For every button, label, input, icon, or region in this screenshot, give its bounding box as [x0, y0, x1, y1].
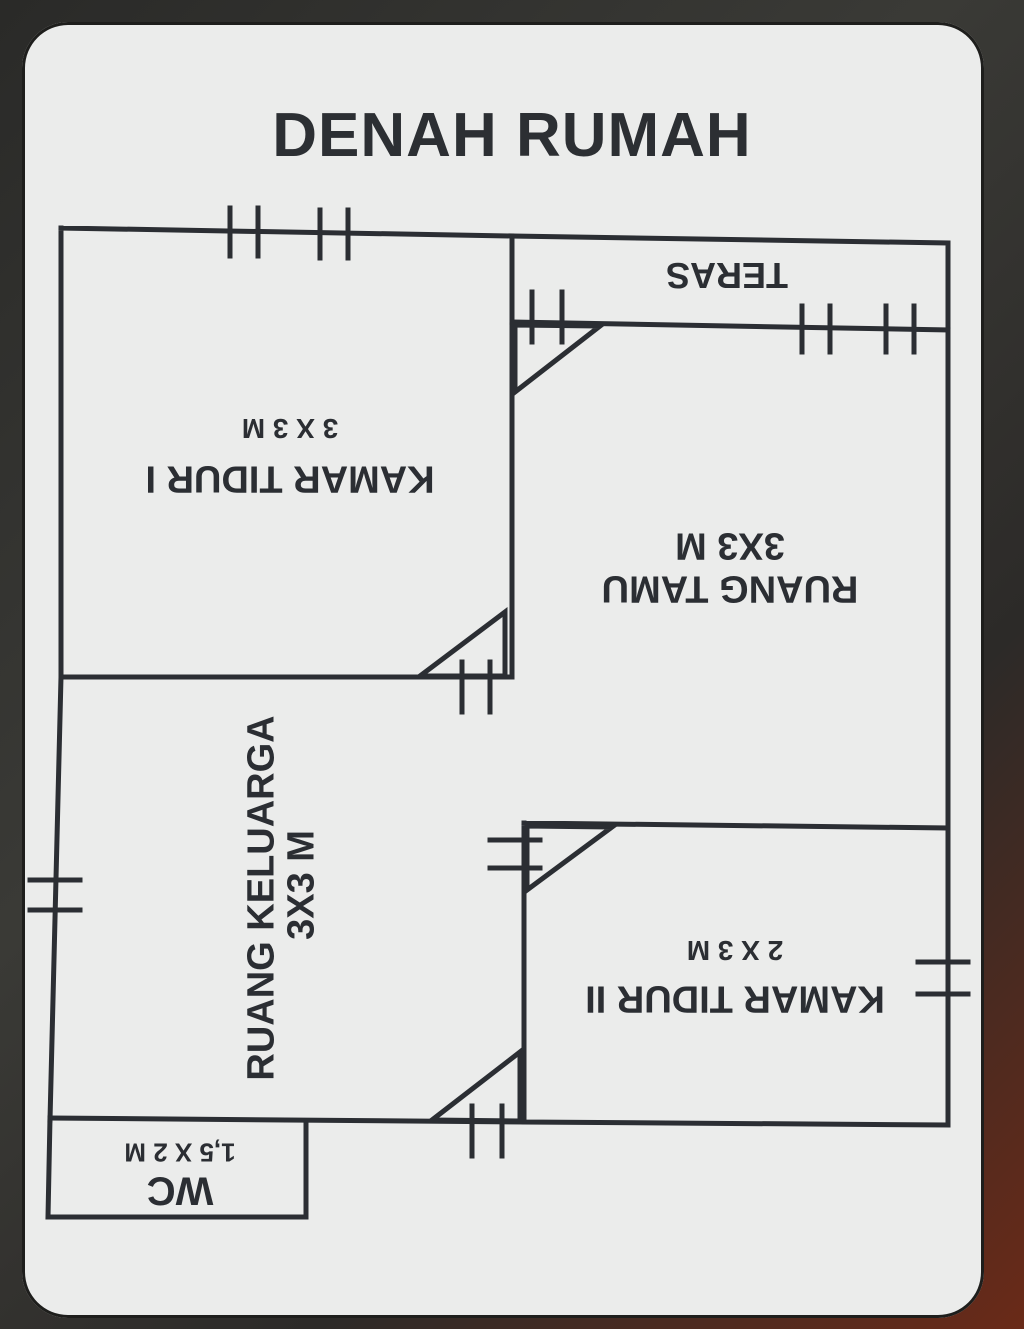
- wall-wc: [45, 1115, 309, 1220]
- teras-name: TERAS: [665, 255, 789, 296]
- wall-kamar-tidur-2: [521, 820, 951, 1128]
- kamar-tidur-1-size: 3 X 3 M: [241, 413, 339, 444]
- wc-size: 1,5 X 2 M: [124, 1137, 236, 1168]
- ruang-tamu-name: RUANG TAMU: [601, 567, 859, 610]
- wall-ruang-keluarga-left: [47, 674, 64, 1123]
- wall-teras: [509, 233, 951, 333]
- door-bottom: [424, 1046, 523, 1124]
- ruang-tamu-size: 3X3 M: [675, 524, 785, 567]
- wall-kamar-tidur-1: [58, 225, 515, 680]
- kamar-tidur-1-name: KAMAR TIDUR I: [145, 457, 435, 500]
- door-ruang-tamu: [512, 322, 608, 398]
- doors: [412, 322, 620, 1124]
- ruang-keluarga-size: 3X3 M: [280, 830, 323, 940]
- ruang-keluarga-name: RUANG KELUARGA: [240, 715, 283, 1081]
- windows: [27, 205, 971, 1159]
- kamar-tidur-2-name: KAMAR TIDUR II: [585, 977, 885, 1020]
- kamar-tidur-2-size: 2 X 3 M: [686, 935, 784, 966]
- plan-title: DENAH RUMAH: [272, 101, 752, 170]
- wc-name: WC: [146, 1168, 214, 1213]
- door-kamar-tidur-2-top: [524, 823, 620, 895]
